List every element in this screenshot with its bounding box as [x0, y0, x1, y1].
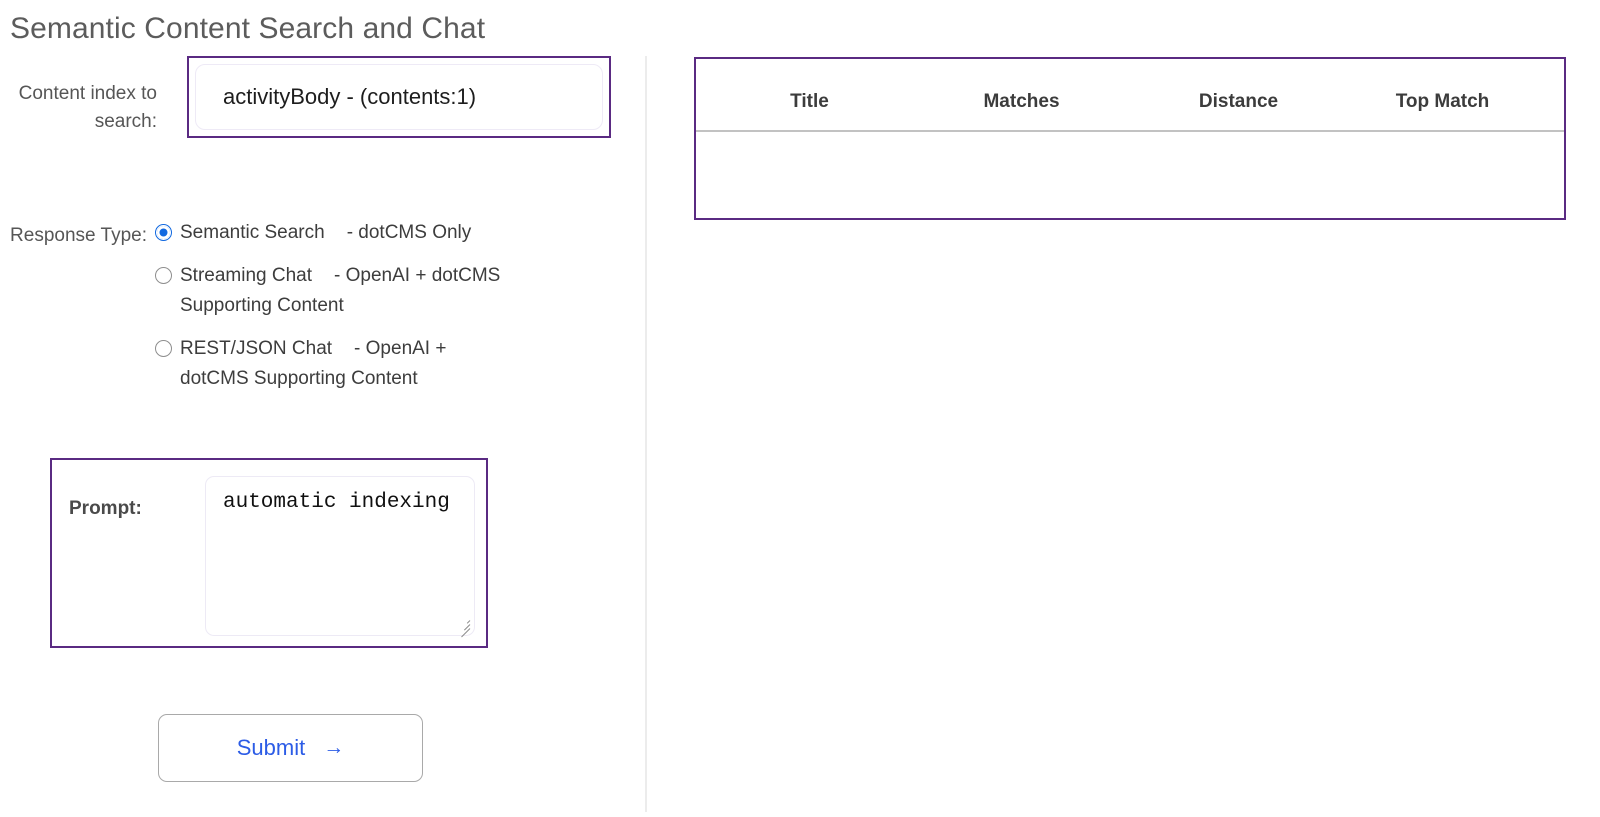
- content-index-select[interactable]: activityBody - (contents:1): [195, 64, 603, 130]
- results-table-body: [696, 131, 1564, 200]
- radio-option-semantic-search[interactable]: Semantic Search - dotCMS Only: [155, 218, 515, 247]
- arrow-right-icon: →: [323, 736, 345, 759]
- column-header-top-match[interactable]: Top Match: [1347, 59, 1564, 132]
- radio-option-rest-json-chat[interactable]: REST/JSON Chat- OpenAI + dotCMS Supporti…: [155, 334, 515, 393]
- column-header-matches[interactable]: Matches: [913, 59, 1130, 132]
- radio-icon-unselected[interactable]: [155, 267, 172, 285]
- radio-option-streaming-chat[interactable]: Streaming Chat- OpenAI + dotCMS Supporti…: [155, 261, 515, 320]
- submit-button-label: Submit: [236, 735, 306, 760]
- prompt-row: Prompt:: [50, 458, 488, 648]
- column-header-title[interactable]: Title: [696, 59, 913, 132]
- results-panel: Title Matches Distance Top Match: [694, 57, 1566, 220]
- search-form-panel: Content index to search: activityBody - …: [0, 56, 640, 816]
- panel-divider: [645, 56, 647, 812]
- content-index-label: Content index to search:: [18, 83, 157, 132]
- results-table-head: Title Matches Distance Top Match: [696, 59, 1564, 132]
- radio-icon-selected[interactable]: [155, 224, 172, 241]
- page-title: Semantic Content Search and Chat: [10, 12, 486, 45]
- radio-label-semantic-search: Semantic Search: [180, 222, 325, 243]
- table-empty-row: [696, 131, 1564, 200]
- response-type-row: Response Type: Semantic Search - dotCMS O…: [0, 218, 515, 393]
- results-table: Title Matches Distance Top Match: [696, 59, 1564, 200]
- radio-label-rest-json-chat: REST/JSON Chat: [180, 338, 333, 360]
- radio-desc-rest-json-chat: - OpenAI + dotCMS Supporting Content: [180, 338, 447, 389]
- radio-label-streaming-chat: Streaming Chat: [180, 265, 313, 287]
- content-index-select-wrapper: activityBody - (contents:1): [187, 56, 611, 138]
- content-index-row: Content index to search: activityBody - …: [0, 56, 611, 138]
- radio-desc-streaming-chat: - OpenAI + dotCMS Supporting Content: [180, 265, 501, 316]
- table-header-row: Title Matches Distance Top Match: [696, 59, 1564, 132]
- response-type-label: Response Type:: [10, 225, 147, 246]
- radio-icon-unselected[interactable]: [155, 340, 172, 358]
- radio-desc-semantic-search: - dotCMS Only: [346, 222, 472, 243]
- prompt-label: Prompt:: [69, 498, 142, 519]
- response-type-radio-group: Semantic Search - dotCMS Only Streaming C…: [155, 218, 515, 393]
- column-header-distance[interactable]: Distance: [1130, 59, 1347, 132]
- submit-button[interactable]: Submit →: [158, 714, 423, 782]
- prompt-input[interactable]: [205, 476, 475, 636]
